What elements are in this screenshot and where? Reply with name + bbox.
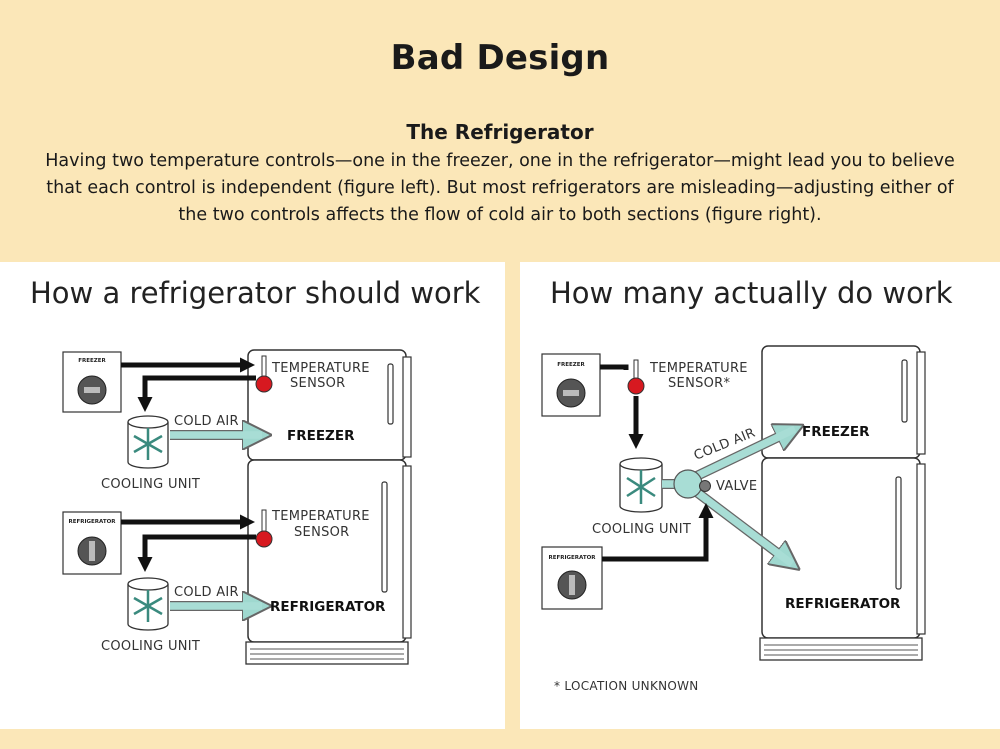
refrigerator-illustration: [245, 349, 412, 665]
freezer-cooling-unit-label: COOLING UNIT: [101, 477, 200, 492]
refrigerator-sensor-label-2: SENSOR: [294, 525, 350, 540]
cooling-unit: [619, 457, 663, 513]
valve-knob: [699, 480, 711, 492]
svg-text:FREEZER: FREEZER: [557, 362, 585, 368]
left-panel-heading: How a refrigerator should work: [30, 276, 481, 310]
freezer-sensor-arrow: [137, 375, 256, 412]
valve-label: VALVE: [716, 479, 757, 494]
left-panel: How a refrigerator should work FREEZER: [0, 262, 505, 729]
valve-body: [673, 469, 703, 499]
svg-text:REFRIGERATOR: REFRIGERATOR: [68, 519, 116, 525]
refrigerator-control-dial: REFRIGERATOR: [541, 546, 603, 610]
freezer-sensor-label-1: TEMPERATURE: [271, 361, 370, 376]
refrigerator-air-arrow: [687, 484, 795, 567]
refrigerator-control-dial: REFRIGERATOR: [62, 511, 122, 575]
refrigerator-cooling-unit: [127, 577, 169, 631]
page-title: Bad Design: [390, 38, 610, 78]
refrigerator-cooling-unit-label: COOLING UNIT: [101, 639, 200, 654]
right-panel: How many actually do work FREEZER: [520, 262, 1000, 729]
freezer-control-dial: FREEZER: [541, 353, 601, 417]
location-footnote: * LOCATION UNKNOWN: [554, 679, 699, 693]
refrigerator-section-label: REFRIGERATOR: [785, 596, 901, 612]
freezer-cold-air-label: COLD AIR: [174, 414, 239, 429]
freezer-sensor-label-2: SENSOR: [290, 376, 346, 391]
freezer-temperature-sensor: [255, 355, 273, 393]
sensor-label-2: SENSOR*: [668, 376, 731, 391]
refrigerator-illustration: [759, 345, 926, 661]
shared-controls-diagram: FREEZER TEMPERATURE SENSOR* COOLING UNIT: [541, 345, 926, 693]
freezer-section-label: FREEZER: [802, 424, 870, 440]
refrigerator-sensor-arrow: [137, 534, 256, 572]
freezer-section-label: FREEZER: [287, 428, 355, 444]
right-panel-heading: How many actually do work: [550, 276, 953, 310]
svg-text:FREEZER: FREEZER: [78, 358, 106, 364]
freezer-cooling-unit: [127, 415, 169, 469]
refrigerator-sensor-label-1: TEMPERATURE: [271, 509, 370, 524]
sensor-label-1: TEMPERATURE: [649, 361, 748, 376]
cooling-unit-label: COOLING UNIT: [592, 522, 691, 537]
temperature-sensor: [627, 359, 645, 395]
section-subtitle: The Refrigerator: [406, 120, 594, 144]
svg-text:REFRIGERATOR: REFRIGERATOR: [548, 555, 596, 561]
refrigerator-control-to-valve-arrow: [602, 503, 714, 562]
independent-controls-diagram: FREEZER COLD AIR TEMPERATURE SENSOR FREE…: [62, 349, 412, 665]
refrigerator-cold-air-label: COLD AIR: [174, 585, 239, 600]
refrigerator-section-label: REFRIGERATOR: [270, 599, 386, 615]
freezer-control-dial: FREEZER: [62, 351, 122, 413]
description-paragraph: Having two temperature controls—one in t…: [45, 151, 955, 225]
